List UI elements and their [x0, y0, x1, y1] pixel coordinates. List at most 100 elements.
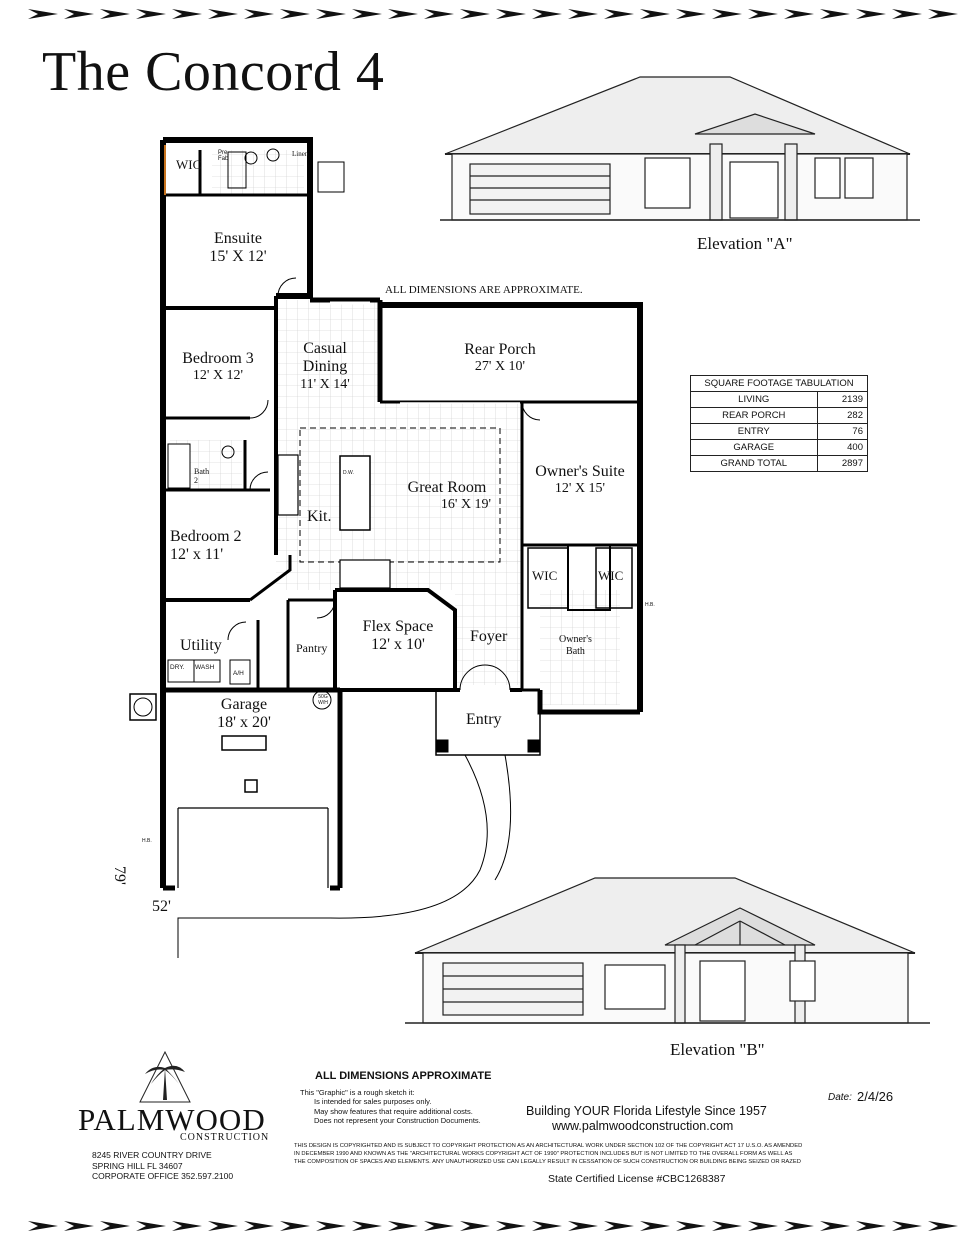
address-line: CORPORATE OFFICE 352.597.2100	[92, 1171, 234, 1182]
address-line: 8245 RIVER COUNTRY DRIVE	[92, 1150, 212, 1160]
company-website[interactable]: www.palmwoodconstruction.com	[552, 1119, 734, 1133]
overall-depth: 79'	[111, 866, 128, 885]
company-logo-sub: CONSTRUCTION	[180, 1132, 270, 1143]
room-bath2: Bath 2	[194, 467, 210, 485]
room-ensuite: Ensuite 15' X 12'	[188, 230, 288, 267]
sqft-label: ENTRY	[690, 423, 818, 440]
room-great-room: Great Room 16' X 19'	[392, 479, 502, 513]
approx-notice: ALL DIMENSIONS APPROXIMATE	[315, 1070, 492, 1082]
sqft-header: SQUARE FOOTAGE TABULATION	[690, 375, 868, 392]
room-foyer: Foyer	[470, 628, 507, 646]
room-flex-space: Flex Space 12' x 10'	[352, 618, 444, 655]
date-value: 2/4/26	[857, 1089, 894, 1104]
room-name: Owner's Suite	[535, 463, 625, 480]
copyright-line: THIS DESIGN IS COPYRIGHTED AND IS SUBJEC…	[294, 1143, 803, 1149]
room-owners-bath: Owner's Bath	[548, 634, 603, 657]
room-name: Flex Space	[362, 618, 434, 635]
room-dim: 16' X 19'	[440, 497, 492, 513]
fixture-dry: DRY.	[170, 664, 185, 671]
room-pantry: Pantry	[296, 641, 328, 655]
room-dim: 12' x 11'	[170, 546, 224, 564]
copyright-line: THE COMPOSITION OF SPACES AND ELEMENTS. …	[294, 1159, 801, 1166]
disclaimer-line: May show features that require additiona…	[314, 1106, 473, 1116]
room-kit: Kit.	[307, 508, 331, 526]
sqft-value: 2139	[816, 391, 868, 408]
disclaimer-line: Is intended for sales purposes only.	[314, 1097, 432, 1107]
room-rear-porch: Rear Porch 27' X 10'	[445, 341, 555, 375]
room-name: Foyer	[470, 628, 508, 645]
sqft-label: REAR PORCH	[690, 407, 818, 424]
room-name: Bedroom 3	[182, 350, 254, 367]
overall-width: 52'	[152, 898, 171, 915]
dimensions-notice: ALL DIMENSIONS ARE APPROXIMATE.	[385, 284, 583, 296]
elevation-a-drawing	[440, 76, 920, 221]
room-name: Great Room	[407, 479, 487, 496]
sqft-value: 2897	[816, 455, 868, 472]
disclaimer-line: This "Graphic" is a rough sketch it:	[300, 1088, 415, 1097]
sqft-label: LIVING	[690, 391, 818, 408]
fixture-water-heater: 50G W/H	[318, 694, 328, 706]
room-dim: 15' X 12'	[209, 248, 267, 266]
room-owners-suite: Owner's Suite 12' X 15'	[524, 463, 636, 497]
fixture-linen: Linen	[292, 150, 309, 158]
room-dim: 12' X 15'	[554, 481, 606, 497]
room-name: Owner's	[559, 634, 592, 645]
page-title: The Concord 4	[42, 41, 385, 103]
fixture-wash: WASH	[195, 664, 215, 671]
room-dim: 12' X 12'	[192, 368, 244, 384]
elevation-b-drawing	[405, 877, 930, 1024]
fixture-ah: A/H	[233, 670, 244, 677]
top-border-ornament	[28, 9, 958, 19]
disclaimer-line: Does not represent your Construction Doc…	[314, 1116, 481, 1126]
room-name-2: Bath	[566, 645, 585, 657]
room-bedroom2: Bedroom 2 12' x 11'	[170, 528, 265, 565]
room-name: Utility	[180, 637, 222, 654]
bottom-border-ornament	[28, 1221, 958, 1231]
sqft-value: 400	[816, 439, 868, 456]
fixture-hose-bib-garage: H.B.	[142, 838, 152, 844]
fixture-dw: D.W.	[343, 470, 354, 476]
room-name: Garage	[220, 696, 268, 713]
address-line: SPRING HILL FL 34607	[92, 1160, 183, 1171]
room-name-2: Dining	[302, 358, 348, 376]
company-address: 8245 RIVER COUNTRY DRIVE SPRING HILL FL …	[92, 1150, 233, 1182]
company-logo-name: PALMWOOD	[78, 1102, 266, 1137]
room-bedroom3: Bedroom 3 12' X 12'	[168, 350, 268, 384]
room-wic-top: WIC	[176, 157, 202, 172]
room-dim: 11' X 14'	[300, 376, 350, 392]
room-dim: 18' x 20'	[217, 714, 271, 732]
room-name: Casual	[303, 340, 347, 357]
sqft-value: 76	[816, 423, 868, 440]
sqft-label: GRAND TOTAL	[690, 455, 818, 472]
room-name: Ensuite	[214, 230, 262, 247]
company-slogan: Building YOUR Florida Lifestyle Since 19…	[526, 1104, 767, 1118]
palm-tree-logo-icon	[139, 1050, 191, 1103]
room-name: Bedroom 2	[170, 528, 242, 545]
date-label: Date:	[828, 1092, 852, 1103]
elevation-a-label: Elevation "A"	[697, 234, 793, 253]
room-casual-dining: Casual Dining 11' X 14'	[285, 340, 365, 393]
state-license: State Certified License #CBC1268387	[548, 1173, 726, 1185]
sqft-value: 282	[816, 407, 868, 424]
room-name: Kit.	[307, 508, 332, 525]
room-entry: Entry	[466, 711, 502, 729]
room-wic-left: WIC	[532, 568, 558, 583]
copyright-notice: THIS DESIGN IS COPYRIGHTED AND IS SUBJEC…	[294, 1142, 874, 1166]
sqft-label: GARAGE	[690, 439, 818, 456]
sketch-disclaimer: This "Graphic" is a rough sketch it: Is …	[300, 1088, 481, 1126]
elevation-b-label: Elevation "B"	[670, 1040, 765, 1059]
room-name: Entry	[466, 711, 502, 728]
room-dim: 12' x 10'	[371, 636, 425, 654]
room-name: Rear Porch	[464, 341, 536, 358]
copyright-line: IN DECEMBER 1990 AND KNOWN AS THE "ARCHI…	[294, 1151, 793, 1158]
room-wic-right: WIC	[598, 568, 624, 583]
room-garage: Garage 18' x 20'	[204, 696, 284, 733]
room-dim: 27' X 10'	[474, 359, 526, 375]
